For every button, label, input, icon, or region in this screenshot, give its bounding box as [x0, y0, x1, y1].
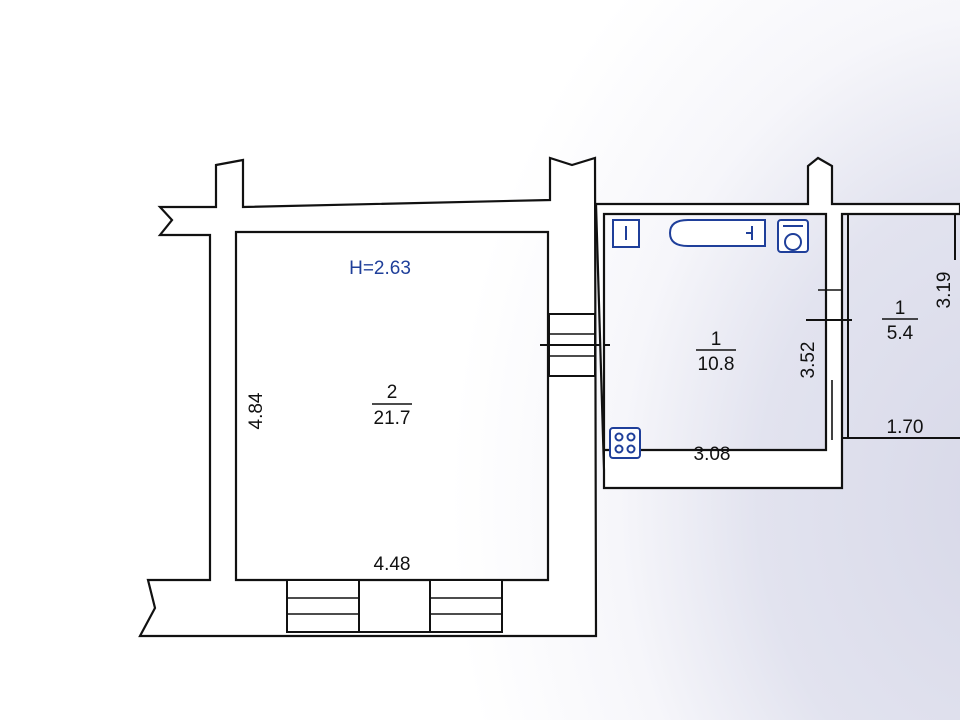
room3-width-dimension: 1.70	[887, 417, 924, 438]
room1-area: 10.8	[698, 354, 735, 375]
room2-height-dimension: 4.84	[246, 392, 267, 429]
room3-number: 1	[895, 298, 906, 319]
toilet-icon	[777, 219, 809, 253]
room2-number: 2	[387, 382, 398, 403]
bathtub-icon	[668, 219, 766, 247]
room3-area: 5.4	[887, 323, 914, 344]
room2-area: 21.7	[374, 408, 411, 429]
room3-height-dimension: 3.19	[934, 272, 955, 309]
room1-width-dimension: 3.08	[694, 444, 731, 465]
room1-number: 1	[711, 329, 722, 350]
room1-height-dimension: 3.52	[798, 342, 819, 379]
stove-icon	[609, 427, 641, 459]
window-bottom-left	[286, 579, 360, 633]
sink-icon	[612, 219, 640, 248]
ceiling-height-label: H=2.63	[349, 258, 411, 279]
door-partition	[806, 289, 852, 440]
window-bottom-right	[429, 579, 503, 633]
window-right-room2	[540, 313, 610, 377]
wall-left-room	[138, 156, 598, 638]
room2-width-dimension: 4.48	[374, 554, 411, 575]
